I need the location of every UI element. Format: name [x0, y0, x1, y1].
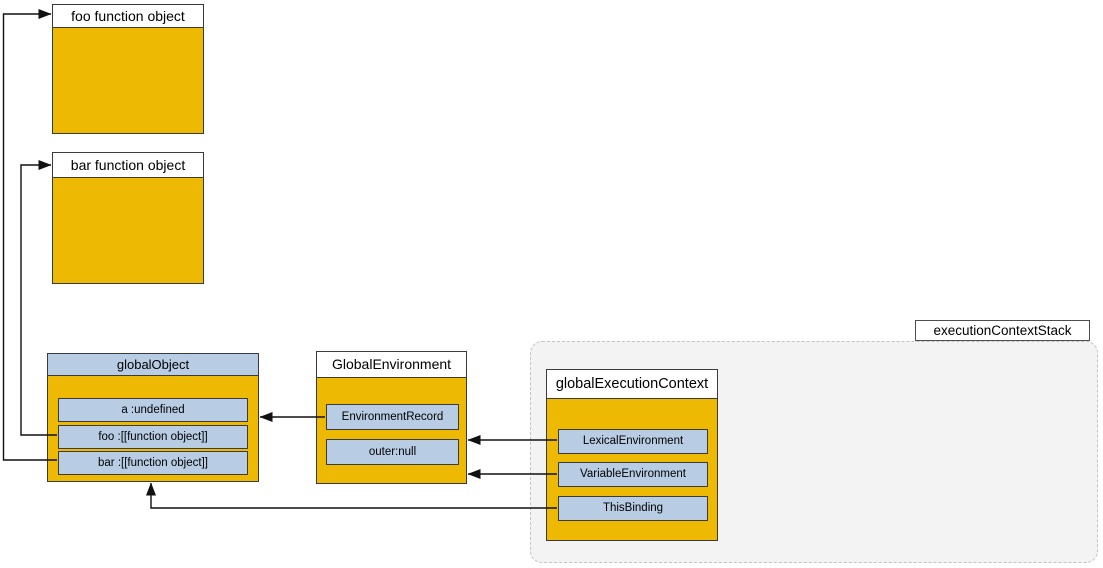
global-object-row-a: a :undefined: [58, 398, 248, 422]
outer-null-row: outer:null: [326, 439, 459, 465]
bar-function-object-title: bar function object: [53, 153, 203, 178]
global-object-row-bar: bar :[[function object]]: [58, 451, 248, 475]
global-object-box: globalObject a :undefined foo :[[functio…: [47, 353, 259, 482]
lexical-environment-row: LexicalEnvironment: [558, 429, 708, 454]
global-object-row-foo: foo :[[function object]]: [58, 425, 248, 449]
this-binding-row: ThisBinding: [558, 496, 708, 521]
foo-function-object-box: foo function object: [52, 4, 204, 134]
variable-environment-row: VariableEnvironment: [558, 462, 708, 487]
environment-record-row: EnvironmentRecord: [326, 404, 459, 430]
foo-function-object-title: foo function object: [53, 5, 203, 28]
bar-function-object-box: bar function object: [52, 152, 204, 284]
execution-context-stack-label: executionContextStack: [915, 320, 1090, 341]
global-execution-context-box: globalExecutionContext LexicalEnvironmen…: [546, 369, 718, 541]
global-object-title: globalObject: [48, 354, 258, 376]
global-execution-context-title: globalExecutionContext: [547, 370, 717, 399]
global-environment-title: GlobalEnvironment: [317, 352, 466, 378]
arrow-this-binding-to-global-object: [146, 482, 557, 509]
global-environment-box: GlobalEnvironment EnvironmentRecord oute…: [316, 351, 467, 484]
